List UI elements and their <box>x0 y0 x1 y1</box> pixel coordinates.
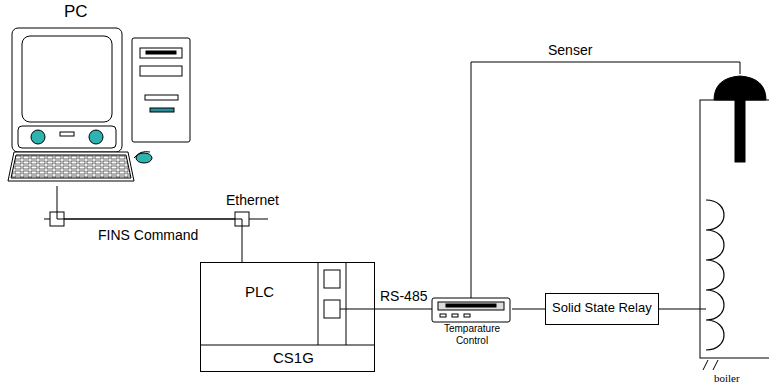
plc-box: PLC CS1G <box>200 262 375 372</box>
node-label: CS1G <box>273 349 314 366</box>
connector-label: RS-485 <box>378 288 429 304</box>
connector-label: FINS Command <box>96 227 200 243</box>
computer-illustration <box>8 28 190 181</box>
plc-module <box>200 262 375 345</box>
connector-line <box>375 309 432 310</box>
boiler-node: boiler <box>698 74 769 389</box>
network-label: Ethernet <box>224 192 281 208</box>
connector-line <box>471 62 740 298</box>
connector-line <box>57 186 242 262</box>
relay-box: Solid State Relay <box>545 293 659 325</box>
boiler-illustration <box>700 76 769 370</box>
connector-label: Senser <box>546 42 594 58</box>
controller-node: Temparature Control <box>428 296 516 350</box>
connector-line <box>659 309 700 310</box>
connector-line <box>512 309 545 310</box>
node-label: Temparature Control <box>428 323 516 346</box>
node-label: Solid State Relay <box>552 301 652 316</box>
node-label: PLC <box>245 283 274 300</box>
node-label: boiler <box>714 372 740 385</box>
computer-node: PC <box>8 0 198 186</box>
controller-unit <box>432 298 510 322</box>
node-label: PC <box>64 2 88 22</box>
